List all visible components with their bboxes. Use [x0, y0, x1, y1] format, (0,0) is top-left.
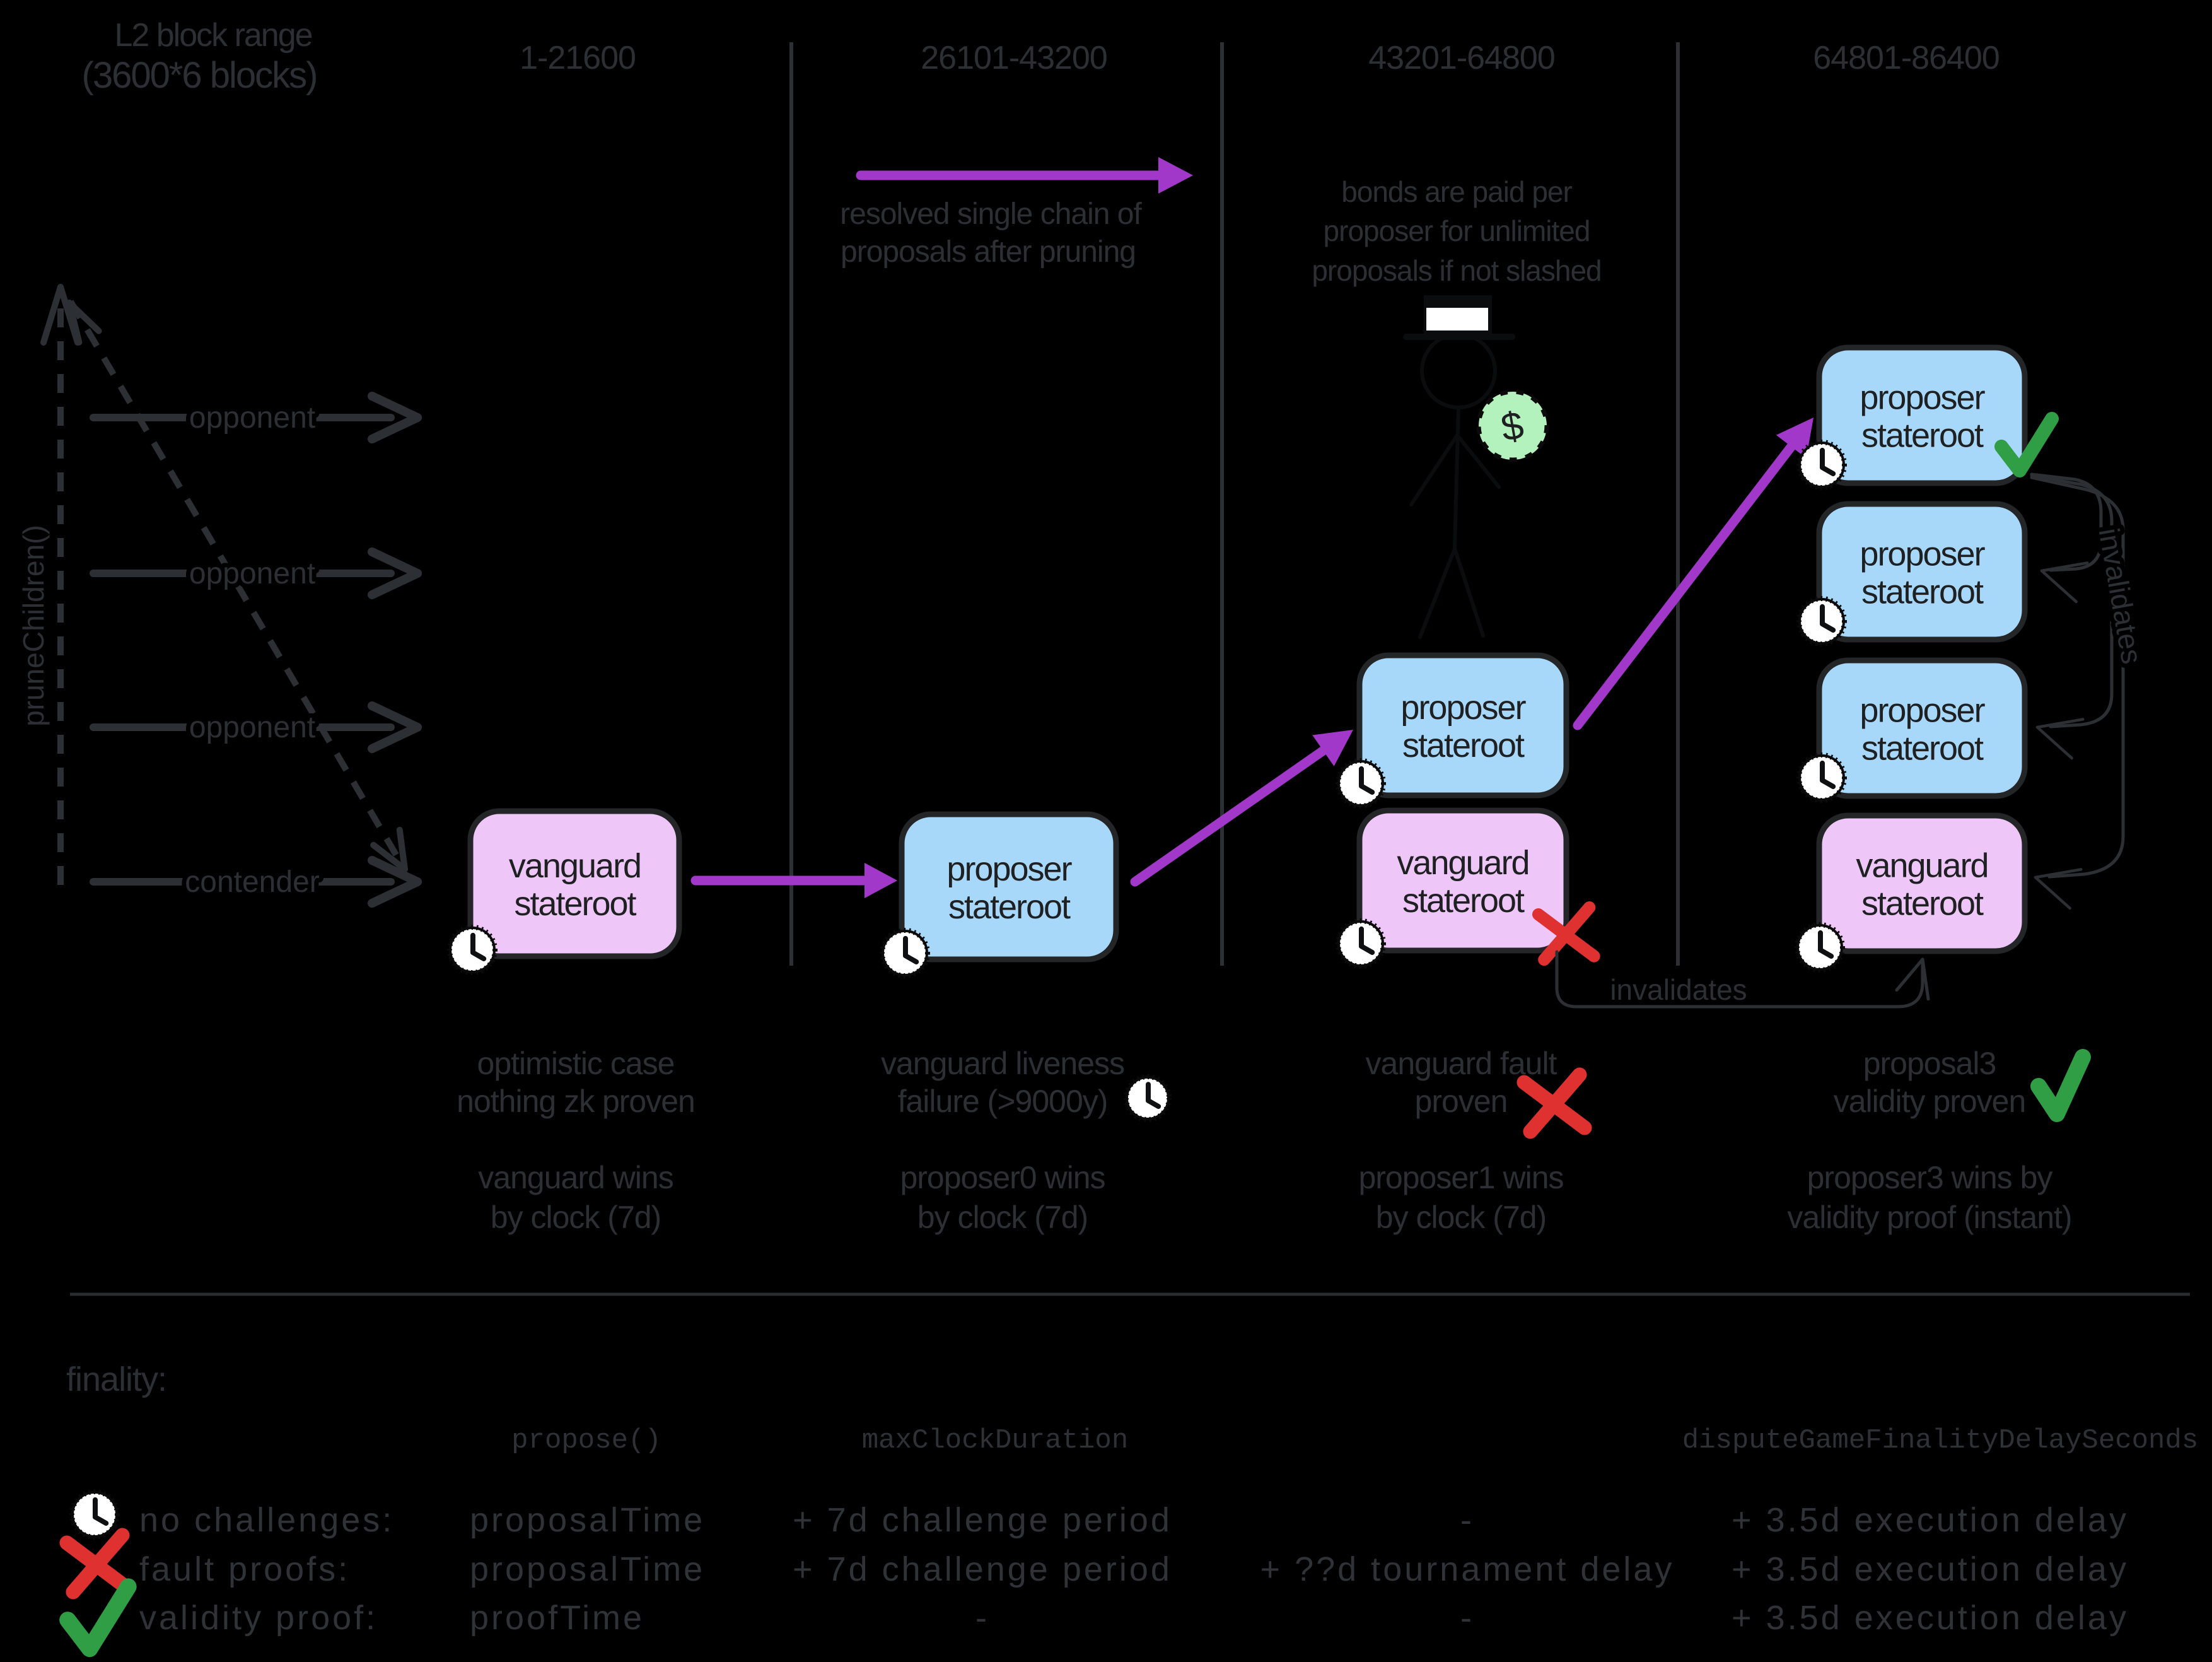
svg-text:stateroot: stateroot: [514, 885, 636, 923]
svg-text:bonds are paid per: bonds are paid per: [1341, 175, 1572, 208]
svg-text:vanguard fault: vanguard fault: [1366, 1046, 1557, 1081]
svg-text:invalidates: invalidates: [1610, 973, 1747, 1006]
svg-text:-: -: [1460, 1501, 1474, 1539]
svg-text:stateroot: stateroot: [1861, 573, 1984, 611]
svg-text:proposer: proposer: [1860, 379, 1985, 417]
svg-text:64801-86400: 64801-86400: [1813, 40, 2000, 76]
svg-text:proposer: proposer: [1400, 689, 1526, 727]
svg-text:failure (>9000y): failure (>9000y): [898, 1084, 1108, 1119]
svg-text:proofTime: proofTime: [470, 1599, 644, 1637]
svg-text:L2 block range: L2 block range: [114, 17, 311, 54]
svg-text:vanguard: vanguard: [509, 847, 641, 885]
svg-text:vanguard liveness: vanguard liveness: [881, 1046, 1124, 1081]
svg-text:validity proof (instant): validity proof (instant): [1787, 1200, 2071, 1235]
svg-text:(3600*6 blocks): (3600*6 blocks): [82, 55, 317, 96]
svg-text:-: -: [975, 1599, 989, 1637]
svg-text:proposals if not slashed: proposals if not slashed: [1312, 254, 1601, 287]
svg-text:proposalTime: proposalTime: [470, 1550, 705, 1588]
svg-text:stateroot: stateroot: [948, 888, 1071, 926]
svg-text:by clock (7d): by clock (7d): [917, 1200, 1088, 1235]
svg-text:opponent: opponent: [189, 711, 315, 744]
svg-text:pruneChildren(): pruneChildren(): [17, 525, 50, 727]
svg-text:-: -: [1460, 1599, 1474, 1637]
svg-text:43201-64800: 43201-64800: [1368, 40, 1555, 76]
svg-text:vanguard wins: vanguard wins: [478, 1160, 673, 1195]
svg-text:stateroot: stateroot: [1402, 727, 1525, 764]
svg-text:validity proof:: validity proof:: [139, 1599, 378, 1637]
svg-text:+ 7d challenge period: + 7d challenge period: [793, 1501, 1172, 1539]
svg-text:opponent: opponent: [189, 557, 315, 590]
svg-text:proven: proven: [1415, 1084, 1508, 1119]
svg-text:proposal3: proposal3: [1863, 1046, 1996, 1081]
svg-text:proposer: proposer: [946, 850, 1072, 888]
svg-text:+ ??d tournament delay: + ??d tournament delay: [1260, 1550, 1675, 1588]
svg-text:by clock (7d): by clock (7d): [491, 1200, 661, 1235]
svg-text:+ 3.5d execution delay: + 3.5d execution delay: [1732, 1550, 2129, 1588]
svg-text:proposer3 wins by: proposer3 wins by: [1807, 1160, 2053, 1195]
svg-text:propose(): propose(): [511, 1425, 661, 1456]
svg-text:proposer0 wins: proposer0 wins: [900, 1160, 1105, 1195]
svg-text:stateroot: stateroot: [1861, 885, 1984, 923]
svg-text:proposer for unlimited: proposer for unlimited: [1324, 214, 1590, 247]
svg-text:proposals after pruning: proposals after pruning: [841, 235, 1136, 269]
svg-text:opponent: opponent: [189, 401, 315, 435]
svg-text:nothing zk proven: nothing zk proven: [457, 1084, 695, 1119]
svg-text:stateroot: stateroot: [1861, 417, 1984, 455]
svg-text:maxClockDuration: maxClockDuration: [862, 1425, 1128, 1456]
svg-text:26101-43200: 26101-43200: [921, 40, 1107, 76]
svg-text:contender: contender: [185, 865, 320, 899]
svg-text:1-21600: 1-21600: [520, 40, 636, 76]
svg-text:by clock (7d): by clock (7d): [1376, 1200, 1546, 1235]
svg-text:stateroot: stateroot: [1402, 882, 1525, 920]
svg-text:finality:: finality:: [66, 1361, 166, 1398]
svg-text:+ 3.5d execution delay: + 3.5d execution delay: [1732, 1599, 2129, 1637]
svg-text:no challenges:: no challenges:: [139, 1501, 394, 1539]
svg-text:proposer: proposer: [1860, 535, 1985, 573]
svg-text:proposalTime: proposalTime: [470, 1501, 705, 1539]
svg-text:fault proofs:: fault proofs:: [139, 1550, 350, 1588]
svg-text:proposer: proposer: [1860, 692, 1985, 730]
svg-text:+ 3.5d execution delay: + 3.5d execution delay: [1732, 1501, 2129, 1539]
svg-text:stateroot: stateroot: [1861, 730, 1984, 768]
svg-text:vanguard: vanguard: [1397, 844, 1528, 882]
svg-text:validity proven: validity proven: [1834, 1084, 2026, 1119]
svg-text:resolved single chain of: resolved single chain of: [840, 197, 1142, 231]
svg-text:optimistic case: optimistic case: [477, 1046, 675, 1081]
svg-text:proposer1 wins: proposer1 wins: [1358, 1160, 1563, 1195]
svg-text:vanguard: vanguard: [1856, 847, 1988, 885]
svg-text:disputeGameFinalityDelaySecond: disputeGameFinalityDelaySeconds: [1682, 1425, 2199, 1456]
svg-text:+ 7d challenge period: + 7d challenge period: [793, 1550, 1172, 1588]
